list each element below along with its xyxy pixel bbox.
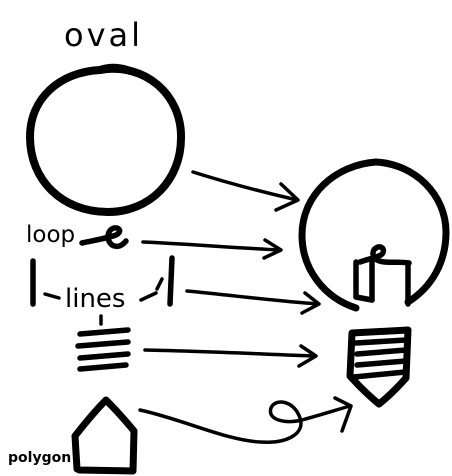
arrow-oval-to-bulb (191, 170, 300, 212)
bulb-filament (357, 244, 412, 266)
bulb-base (346, 326, 412, 408)
bulb-glass (298, 158, 450, 312)
lines-label: lines (65, 284, 125, 314)
stripes-shape (75, 327, 131, 372)
polygon-label: polygon (8, 450, 71, 466)
polygon-shape (71, 396, 138, 475)
lines-shape (30, 255, 175, 326)
arrow-lines-to-bulb (185, 289, 321, 315)
oval-label: oval (64, 16, 143, 54)
arrow-stripes-to-bulb (143, 344, 318, 368)
loop-label: loop (26, 222, 75, 248)
arrow-loop-to-bulb (141, 238, 283, 260)
oval-shape (26, 63, 186, 216)
loop-shape (79, 225, 129, 250)
light-bulb (298, 158, 450, 408)
arrow-polygon-to-bulb (138, 396, 353, 444)
